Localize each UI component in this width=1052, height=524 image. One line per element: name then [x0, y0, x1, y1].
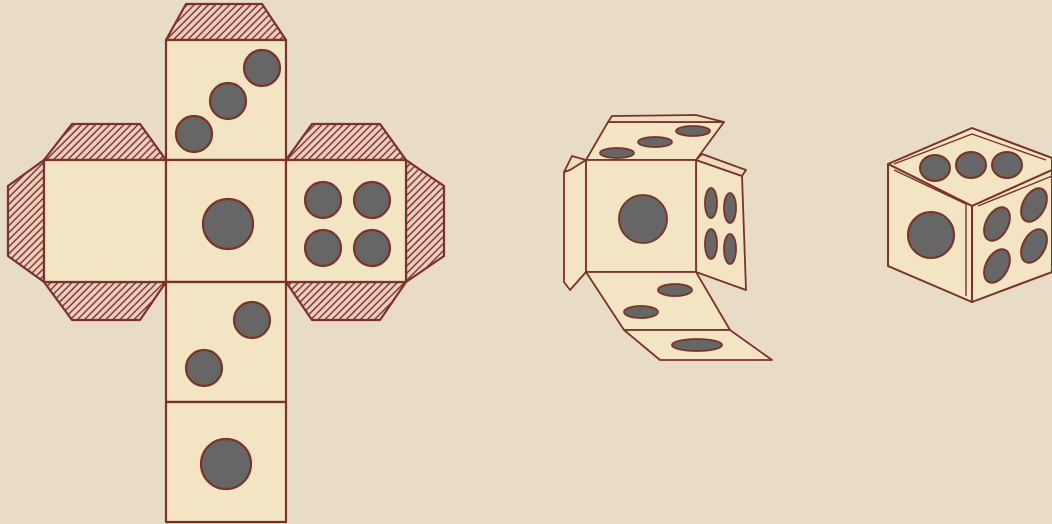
pip	[705, 229, 717, 259]
glue-tab-right-lower	[286, 282, 406, 320]
pip	[724, 234, 736, 264]
pip	[724, 193, 736, 223]
pip	[619, 195, 667, 243]
pip	[354, 230, 390, 266]
net-face-left	[44, 160, 166, 282]
glue-tab-left-upper	[44, 124, 166, 160]
folding-face-side	[696, 160, 746, 290]
net-face-right	[286, 160, 406, 282]
glue-tab-left-side	[8, 160, 44, 282]
glue-tab-right-upper	[286, 124, 406, 160]
pip	[234, 302, 270, 338]
glue-tab-top	[166, 4, 286, 40]
net-face-center	[166, 160, 286, 282]
pip	[956, 152, 986, 178]
pip	[920, 155, 950, 181]
pip	[908, 212, 954, 258]
pip	[676, 126, 710, 136]
pip	[992, 152, 1022, 178]
folding-face-bottom-flap	[586, 272, 730, 330]
net-face-top	[166, 40, 286, 160]
net-face-bottom	[166, 402, 286, 522]
folding-face-top-rim	[608, 115, 724, 122]
pip	[244, 50, 280, 86]
net-face-lower	[166, 282, 286, 402]
folding-die	[564, 115, 772, 360]
pip	[354, 182, 390, 218]
pip	[210, 83, 246, 119]
pip	[658, 284, 692, 296]
glue-tab-left-lower	[44, 282, 166, 320]
folding-left-flap	[564, 160, 586, 290]
pip	[638, 137, 672, 147]
dice-net	[8, 4, 444, 522]
glue-tab-right-side	[406, 160, 444, 282]
pip	[176, 116, 212, 152]
assembled-die	[888, 128, 1052, 302]
pip	[672, 339, 722, 351]
pip	[305, 230, 341, 266]
pip	[600, 148, 634, 158]
pip	[305, 182, 341, 218]
pip	[203, 199, 253, 249]
pip	[186, 350, 222, 386]
pip	[201, 439, 251, 489]
pip	[624, 306, 658, 318]
pip	[705, 188, 717, 218]
